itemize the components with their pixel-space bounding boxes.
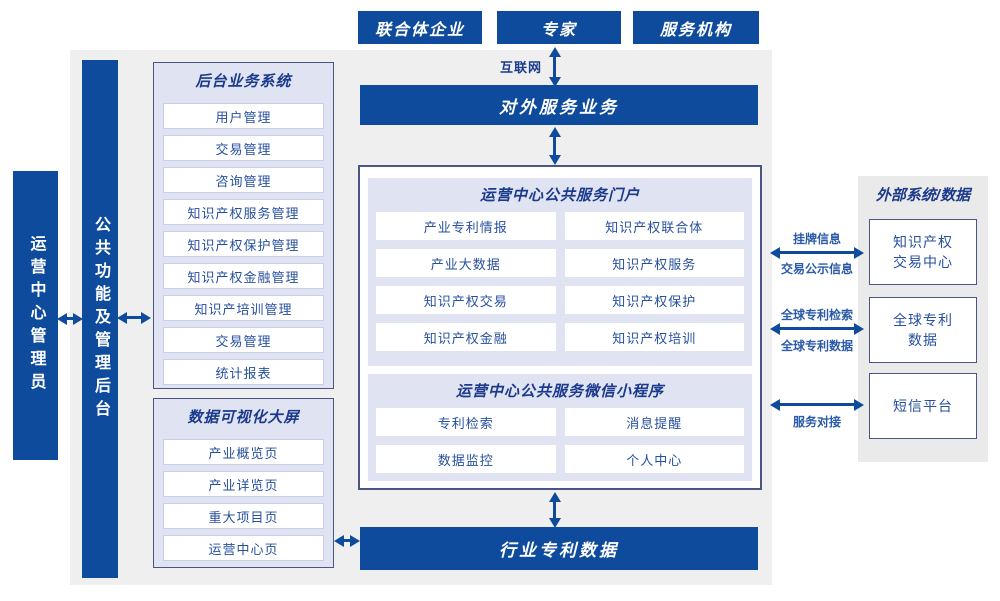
arrow-dashboard-to-patent-data-icon: [334, 534, 360, 547]
link2-top-label: 全球专利检索: [780, 308, 853, 322]
internet-label: 互联网: [499, 60, 542, 75]
arrow-global-patent-icon: [770, 322, 864, 335]
dashboard-title: 数据可视化大屏: [187, 409, 300, 426]
backend-system-panel: 后台业务系统 用户管理 交易管理 咨询管理 知识产权服务管理 知识产权保护管理 …: [153, 62, 334, 389]
external-service-bar: 对外服务业务: [360, 85, 758, 125]
actor-expert-box: 专家: [497, 11, 621, 44]
admin-box-label: 运营中心管理员: [27, 235, 45, 396]
link1-top-label: 挂牌信息: [792, 232, 841, 246]
arrow-service-to-portal-icon: [548, 127, 561, 165]
portal-item: 知识产权保护: [564, 286, 744, 314]
backend-system-item: 用户管理: [163, 103, 324, 129]
arrow-backend-to-system-icon: [117, 311, 151, 324]
admin-box: 运营中心管理员: [13, 171, 58, 460]
portal-panel: 运营中心公共服务门户 产业专利情报 知识产权联合体 产业大数据 知识产权服务 知…: [368, 178, 752, 366]
portal-item: 知识产权交易: [376, 286, 556, 314]
link1-bottom-label: 交易公示信息: [780, 262, 853, 276]
external-system-box: 全球专利 数据: [869, 297, 977, 363]
external-system-box: 知识产权 交易中心: [869, 219, 977, 285]
arrow-portal-to-patent-data-icon: [548, 492, 561, 528]
dashboard-item: 产业详览页: [163, 471, 324, 497]
industry-patent-data-bar: 行业专利数据: [360, 527, 758, 570]
miniprogram-item: 数据监控: [376, 445, 556, 473]
external-system-box: 短信平台: [869, 373, 977, 439]
link3-bottom-label: 服务对接: [792, 415, 841, 429]
portal-item: 知识产权培训: [564, 323, 744, 351]
arrow-trading-center-icon: [770, 246, 864, 259]
arrow-sms-platform-icon: [770, 398, 864, 411]
miniprogram-title: 运营中心公共服务微信小程序: [455, 383, 664, 400]
portal-item: 知识产权金融: [376, 323, 556, 351]
backend-system-item: 知识产权金融管理: [163, 263, 324, 289]
actor-service-org-box: 服务机构: [633, 11, 759, 44]
backend-system-item: 交易管理: [163, 135, 324, 161]
portal-item: 知识产权联合体: [564, 212, 744, 240]
center-services-box: 运营中心公共服务门户 产业专利情报 知识产权联合体 产业大数据 知识产权服务 知…: [358, 165, 762, 490]
backend-system-item: 咨询管理: [163, 167, 324, 193]
arrow-admin-to-backend-icon: [57, 312, 83, 325]
miniprogram-item: 消息提醒: [564, 408, 744, 436]
backend-system-item: 知识产培训管理: [163, 295, 324, 321]
portal-item: 产业大数据: [376, 249, 556, 277]
portal-title: 运营中心公共服务门户: [479, 187, 640, 204]
miniprogram-item: 专利检索: [376, 408, 556, 436]
dashboard-item: 重大项目页: [163, 503, 324, 529]
backend-system-item: 交易管理: [163, 327, 324, 353]
backend-system-item: 知识产权保护管理: [163, 231, 324, 257]
dashboard-item: 产业概览页: [163, 439, 324, 465]
portal-item: 知识产权服务: [564, 249, 744, 277]
dashboard-panel: 数据可视化大屏 产业概览页 产业详览页 重大项目页 运营中心页: [153, 398, 334, 568]
portal-item: 产业专利情报: [376, 212, 556, 240]
backend-system-title: 后台业务系统: [195, 73, 292, 90]
external-systems-title: 外部系统/数据: [875, 187, 971, 204]
dashboard-item: 运营中心页: [163, 535, 324, 561]
arrow-internet-icon: [548, 47, 561, 87]
actor-consortium-box: 联合体企业: [358, 11, 482, 44]
backend-functions-label: 公共功能及管理后台: [92, 215, 109, 423]
backend-system-item: 统计报表: [163, 359, 324, 385]
link2-bottom-label: 全球专利数据: [780, 339, 853, 353]
miniprogram-item: 个人中心: [564, 445, 744, 473]
backend-system-item: 知识产权服务管理: [163, 199, 324, 225]
backend-functions-bar: 公共功能及管理后台: [82, 60, 118, 578]
miniprogram-panel: 运营中心公共服务微信小程序 专利检索 消息提醒 数据监控 个人中心: [368, 374, 752, 481]
